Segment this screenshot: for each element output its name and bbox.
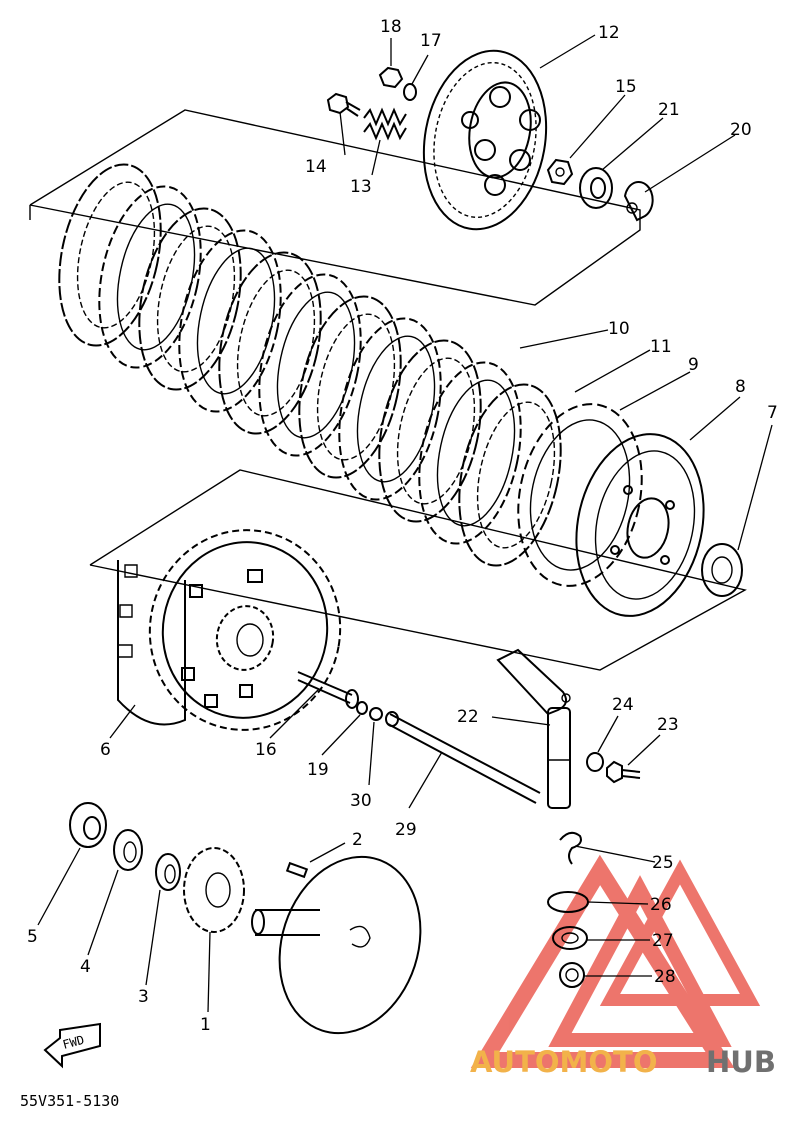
callout-12: 12: [598, 23, 620, 43]
nut-15: [546, 158, 574, 186]
clutch-plate: [178, 229, 282, 413]
watermark-text: AUTOMOTO HUB: [470, 1045, 776, 1079]
clutch-plate: [418, 361, 522, 545]
watermark-text-left: AUTOMOTO: [470, 1045, 657, 1079]
callout-10: 10: [608, 319, 630, 339]
callout-6: 6: [100, 740, 111, 760]
diagram-code: 55V351-5130: [20, 1092, 119, 1110]
ball-30: [369, 707, 383, 721]
circlip-7: [701, 543, 743, 597]
clutch-plate: [338, 317, 442, 501]
clutch-plate-9: [517, 403, 643, 587]
clutch-plate-inner: [316, 313, 396, 461]
washer-24: [586, 752, 604, 772]
callout-28: 28: [654, 967, 676, 987]
clutch-plate-inner: [236, 269, 316, 417]
crankshaft: [251, 855, 422, 1035]
washer-20: [623, 180, 654, 222]
leader-lines: [37, 34, 773, 1013]
callout-5: 5: [27, 927, 38, 947]
spring-25: [559, 831, 582, 865]
clutch-plate-inner: [156, 225, 236, 373]
callout-20: 20: [730, 120, 752, 140]
callout-16: 16: [255, 740, 277, 760]
callout-21: 21: [658, 100, 680, 120]
callout-11: 11: [650, 337, 672, 357]
clutch-plate: [458, 383, 562, 567]
callout-4: 4: [80, 957, 91, 977]
fwd-arrow-icon: FWD: [43, 1022, 101, 1069]
washer-3: [155, 853, 181, 891]
pressure-plate: [422, 49, 548, 231]
clutch-housing: [117, 529, 342, 731]
clutch-plate: [58, 163, 162, 347]
callout-30: 30: [350, 791, 372, 811]
clutch-plate: [98, 185, 202, 369]
oil-seal-27: [552, 926, 588, 950]
callout-1: 1: [200, 1015, 211, 1035]
callout-23: 23: [657, 715, 679, 735]
callout-3: 3: [138, 987, 149, 1007]
callout-29: 29: [395, 820, 417, 840]
callout-19: 19: [307, 760, 329, 780]
bolt-23: [606, 760, 641, 784]
bearing-21: [579, 167, 613, 209]
clutch-plate-inner: [436, 379, 516, 527]
callout-7: 7: [767, 403, 778, 423]
ball-19: [356, 701, 368, 715]
callout-8: 8: [735, 377, 746, 397]
clutch-plate: [218, 251, 322, 435]
callout-25: 25: [652, 853, 674, 873]
washer-17: [403, 83, 417, 101]
bolt-14: [326, 92, 361, 117]
callout-9: 9: [688, 355, 699, 375]
callout-24: 24: [612, 695, 634, 715]
push-lever-shaft-22: [496, 648, 571, 809]
clutch-plate: [258, 273, 362, 457]
fwd-label: FWD: [61, 1033, 86, 1052]
watermark-logo: [470, 854, 761, 1068]
callout-17: 17: [420, 31, 442, 51]
clutch-plate-inner: [476, 401, 556, 549]
callout-27: 27: [652, 931, 674, 951]
nut-18: [378, 66, 404, 89]
nut-5: [69, 802, 107, 848]
push-rod-29: [385, 711, 541, 804]
lock-washer-4: [113, 829, 143, 871]
callout-2: 2: [352, 830, 363, 850]
callout-labels: 1 2 3 4 5 6 7 8 9 10 11 12 13 14 15 16 1…: [27, 17, 778, 1035]
clutch-plate-inner: [396, 357, 476, 505]
spring-13: [363, 107, 407, 141]
group-outlines: [29, 109, 747, 671]
callout-26: 26: [650, 895, 672, 915]
key-2: [285, 861, 309, 879]
clutch-plate: [298, 295, 402, 479]
bearing-28: [559, 962, 585, 988]
clutch-plate: [378, 339, 482, 523]
callout-18: 18: [380, 17, 402, 37]
clutch-plate-inner: [76, 181, 156, 329]
callout-22: 22: [457, 707, 479, 727]
clutch-plate: [138, 207, 242, 391]
callout-14: 14: [305, 157, 327, 177]
clutch-plate-stack: [58, 163, 562, 567]
watermark-text-right: HUB: [706, 1045, 776, 1079]
callout-15: 15: [615, 77, 637, 97]
clutch-boss: [575, 433, 705, 617]
callout-13: 13: [350, 177, 372, 197]
primary-drive-gear-1: [183, 847, 245, 933]
push-rod-16: [297, 671, 359, 709]
